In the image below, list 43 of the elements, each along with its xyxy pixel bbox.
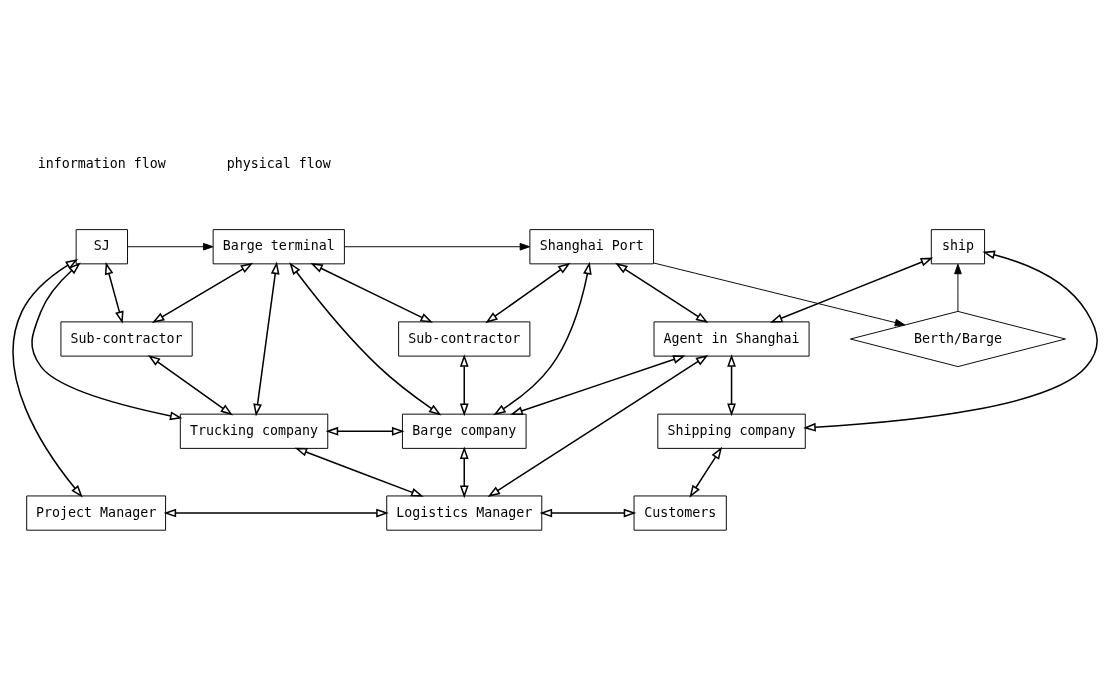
arrow xyxy=(493,261,592,415)
node-box: Trucking company xyxy=(179,413,329,449)
node-box: Shipping company xyxy=(657,413,806,449)
node-box: Barge company xyxy=(401,413,527,449)
arrow xyxy=(689,446,723,498)
arrow xyxy=(12,258,83,498)
node-box: SJ xyxy=(75,228,128,264)
arrow xyxy=(770,257,934,323)
arrow xyxy=(510,354,686,415)
node-box: Sub-contractor xyxy=(60,320,193,357)
arrow xyxy=(653,262,906,326)
arrow xyxy=(803,250,1098,432)
arrow xyxy=(104,261,124,324)
node-box: Agent in Shanghai xyxy=(653,320,810,357)
arrow xyxy=(147,354,233,415)
arrow xyxy=(954,263,962,312)
arrow xyxy=(289,261,442,415)
arrow xyxy=(459,445,469,498)
node-box: Sub-contractor xyxy=(398,320,531,357)
arrow xyxy=(615,262,709,323)
arrow xyxy=(310,262,433,323)
node-box: Project Manager xyxy=(26,494,167,531)
arrow xyxy=(253,261,280,416)
arrow xyxy=(127,242,214,251)
arrow xyxy=(31,262,183,420)
arrow xyxy=(294,447,424,497)
arrow xyxy=(727,353,736,416)
arrow xyxy=(151,262,254,323)
arrow xyxy=(485,262,571,323)
node-box: Barge terminal xyxy=(212,228,345,264)
legend-label: physical flow xyxy=(226,155,331,171)
node-box: ship xyxy=(930,228,986,264)
node-diamond: Berth/Barge xyxy=(849,310,1066,367)
node-box: Customers xyxy=(633,494,727,531)
node-box: Logistics Manager xyxy=(386,494,543,531)
arrow xyxy=(539,508,637,517)
arrow xyxy=(163,508,389,517)
legend-label: information flow xyxy=(37,155,166,171)
node-box: Shanghai Port xyxy=(529,228,655,264)
arrow xyxy=(325,426,405,436)
arrow xyxy=(459,353,469,416)
arrow xyxy=(344,242,531,251)
arrow xyxy=(487,354,709,497)
